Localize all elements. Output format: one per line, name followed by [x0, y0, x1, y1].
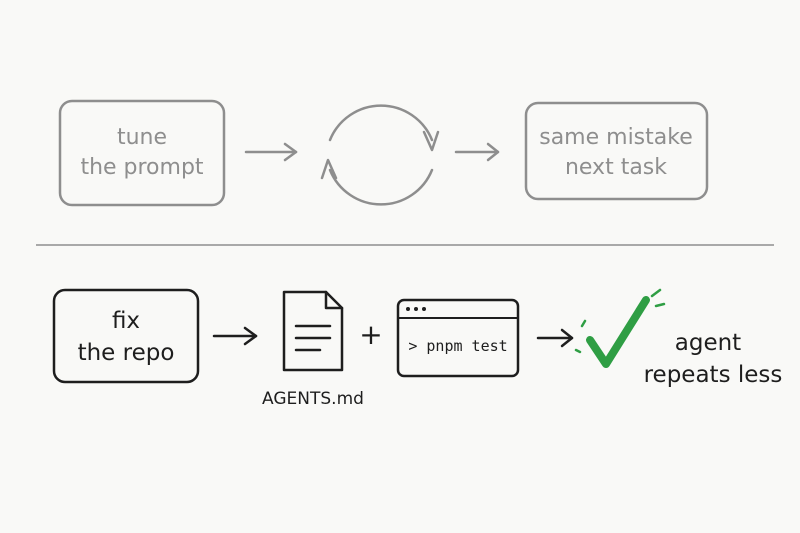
terminal-window-icon	[396, 298, 520, 378]
result-line1: agent	[675, 330, 741, 356]
checkmark-icon	[574, 288, 666, 368]
arrow-right-icon	[244, 142, 298, 162]
fix-repo-line1: fix	[112, 308, 140, 334]
refresh-cycle-icon	[320, 104, 440, 206]
plus-sign: +	[359, 318, 382, 351]
fix-repo-box	[52, 288, 200, 384]
tune-prompt-box	[58, 99, 226, 207]
arrow-right-icon	[536, 328, 574, 348]
result-line2: repeats less	[644, 362, 783, 388]
document-icon	[282, 290, 344, 372]
tune-prompt-line1: tune	[117, 125, 167, 150]
same-mistake-box	[524, 101, 709, 201]
tune-prompt-line2: the prompt	[80, 155, 203, 180]
top-row: tune the prompt same mistake next task	[58, 99, 709, 207]
document-label: AGENTS.md	[262, 389, 364, 409]
arrow-right-icon	[212, 326, 258, 346]
arrow-right-icon	[454, 142, 500, 162]
same-mistake-line2: next task	[565, 155, 667, 180]
fix-repo-line2: the repo	[78, 340, 175, 366]
terminal-command: > pnpm test	[408, 337, 507, 355]
same-mistake-line1: same mistake	[539, 125, 693, 150]
bottom-row: fix the repo AGENTS.md + > pnpm test	[52, 288, 783, 409]
